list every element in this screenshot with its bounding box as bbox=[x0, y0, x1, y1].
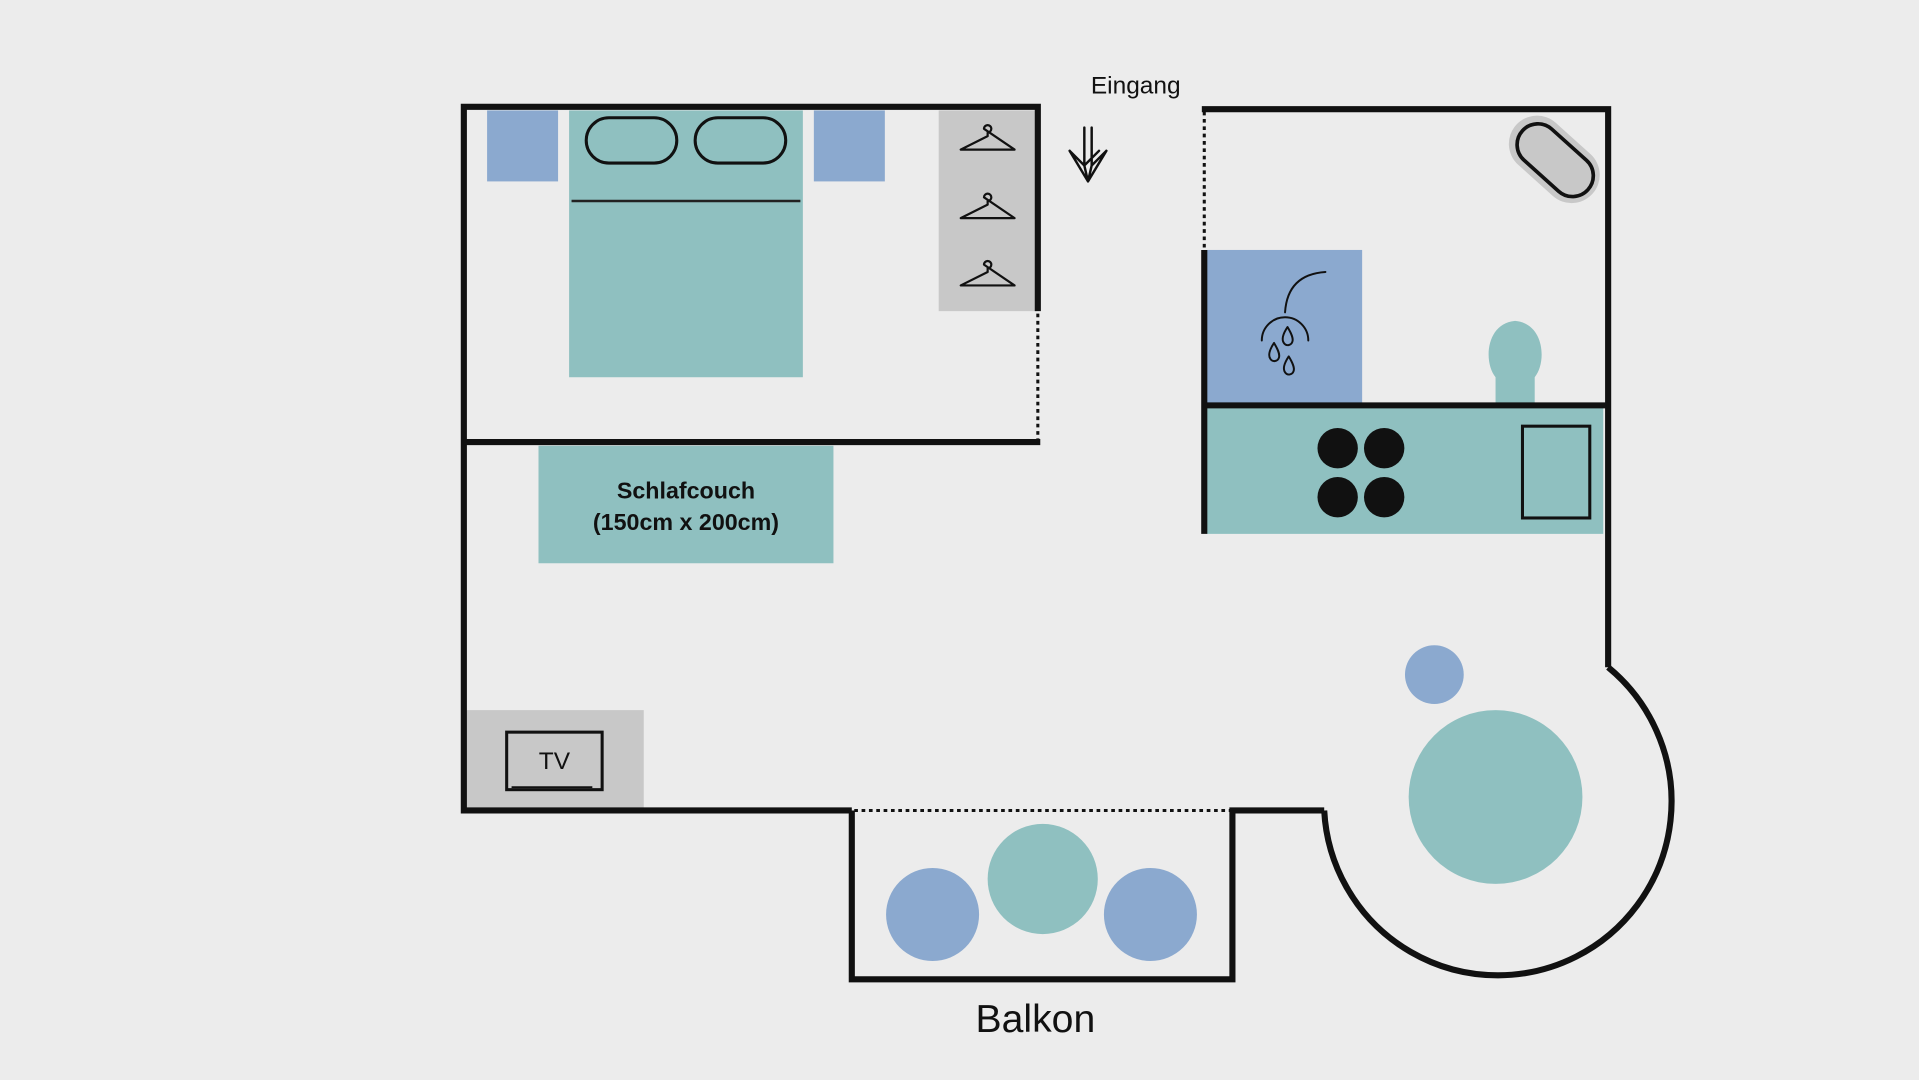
stove-burner-icon bbox=[1317, 428, 1405, 518]
balcony-wall bbox=[848, 807, 1325, 983]
shower bbox=[1205, 249, 1363, 403]
walls bbox=[460, 103, 1675, 983]
sofa-label-line1: Schlafcouch bbox=[617, 477, 755, 503]
shower-icon bbox=[1260, 270, 1327, 376]
tv-unit: TV bbox=[466, 710, 644, 809]
nightstand-right bbox=[813, 110, 885, 182]
double-bed bbox=[569, 110, 803, 378]
dining-chair bbox=[1404, 645, 1464, 704]
outer-wall-left bbox=[460, 103, 1041, 814]
balcony-label: Balkon bbox=[976, 998, 1096, 1041]
balcony-chair-left bbox=[886, 867, 980, 962]
dining-table bbox=[1408, 710, 1583, 884]
kitchen-sink bbox=[1520, 424, 1592, 520]
balcony-table bbox=[987, 823, 1098, 935]
sofa-label-line2: (150cm x 200cm) bbox=[593, 509, 779, 535]
hanger-icon bbox=[959, 259, 1016, 287]
outer-wall-right bbox=[1201, 106, 1612, 668]
toilet bbox=[1488, 320, 1542, 403]
hanger-icon bbox=[959, 124, 1016, 151]
bay-window-wall bbox=[1321, 664, 1675, 979]
wardrobe bbox=[938, 110, 1037, 312]
balcony-chair-right bbox=[1103, 867, 1197, 962]
arrow-down-icon bbox=[1068, 126, 1108, 183]
nightstand-left bbox=[487, 110, 559, 182]
tv-label: TV bbox=[539, 748, 571, 775]
pillow-right bbox=[693, 116, 788, 165]
pillow-left bbox=[584, 116, 679, 165]
entrance-label: Eingang bbox=[1091, 72, 1181, 99]
hanger-icon bbox=[959, 192, 1016, 220]
bathtub bbox=[1508, 115, 1600, 204]
openings bbox=[854, 111, 1230, 813]
tv-screen bbox=[505, 730, 604, 792]
kitchen-counter bbox=[1206, 406, 1604, 534]
sofa-bed: Schlafcouch (150cm x 200cm) bbox=[538, 445, 834, 564]
